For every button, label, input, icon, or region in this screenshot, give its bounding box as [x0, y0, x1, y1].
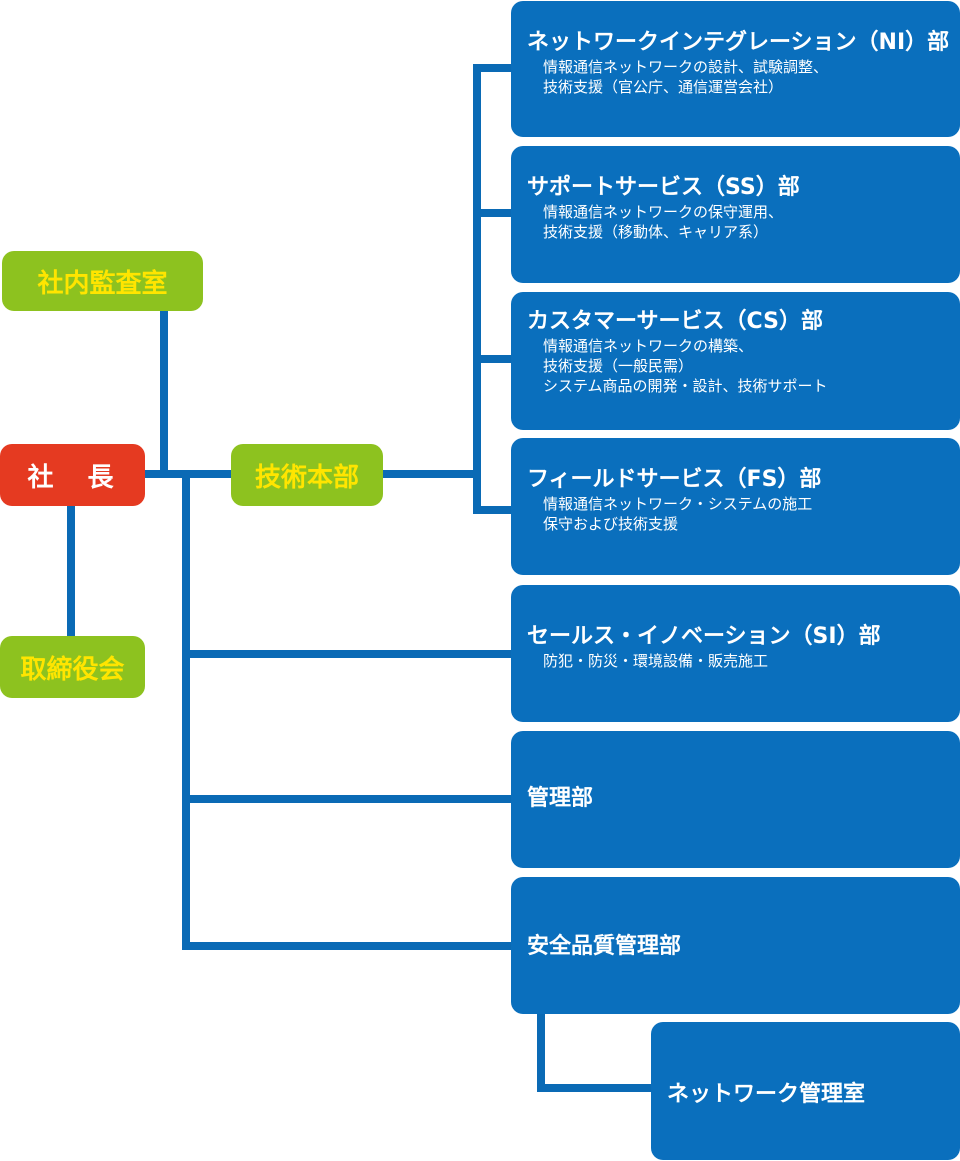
connector-board	[67, 505, 75, 640]
dept-cs-desc: 情報通信ネットワークの構築、 技術支援（一般民需） システム商品の開発・設計、技…	[527, 336, 944, 396]
dept-ss-desc: 情報通信ネットワークの保守運用、 技術支援（移動体、キャリア系）	[527, 202, 944, 242]
connector-president-right	[144, 470, 244, 478]
connector-network-office-h	[537, 1084, 653, 1092]
dept-fs-desc-line: 情報通信ネットワーク・システムの施工	[543, 495, 813, 513]
network-office-box: ネットワーク管理室	[651, 1022, 960, 1160]
dept-si: セールス・イノベーション（SI）部 防犯・防災・環境設備・販売施工	[511, 585, 960, 722]
dept-fs-desc: 情報通信ネットワーク・システムの施工 保守および技術支援	[527, 494, 944, 534]
dept-cs-desc-line: 情報通信ネットワークの構築、	[543, 337, 754, 355]
audit-office-box: 社内監査室	[2, 251, 203, 311]
tech-hq-label: 技術本部	[254, 462, 359, 493]
connector-si	[186, 650, 513, 658]
audit-office-label: 社内監査室	[37, 268, 168, 299]
dept-ni-title: ネットワークインテグレーション（NI）部	[527, 30, 950, 55]
dept-cs-desc-line: 技術支援（一般民需）	[543, 357, 694, 375]
president-box: 社 長	[0, 444, 145, 506]
dept-admin-title: 管理部	[527, 785, 594, 811]
dept-cs-desc-line: システム商品の開発・設計、技術サポート	[543, 377, 828, 395]
dept-safety-title: 安全品質管理部	[527, 933, 682, 959]
dept-cs: カスタマーサービス（CS）部 情報通信ネットワークの構築、 技術支援（一般民需）…	[511, 292, 960, 430]
dept-ss-desc-line: 技術支援（移動体、キャリア系）	[543, 223, 769, 241]
dept-fs-title: フィールドサービス（FS）部	[527, 467, 822, 492]
connector-safety	[186, 942, 513, 950]
connector-main-trunk	[182, 474, 190, 950]
dept-si-title: セールス・イノベーション（SI）部	[527, 624, 881, 649]
dept-fs-desc-line: 保守および技術支援	[543, 515, 679, 533]
connector-hq-right	[382, 470, 477, 478]
dept-ni-desc-line: 技術支援（官公庁、通信運営会社）	[543, 78, 784, 96]
dept-safety: 安全品質管理部	[511, 877, 960, 1014]
dept-ss-desc-line: 情報通信ネットワークの保守運用、	[543, 203, 784, 221]
dept-ni: ネットワークインテグレーション（NI）部 情報通信ネットワークの設計、試験調整、…	[511, 1, 960, 137]
dept-cs-title: カスタマーサービス（CS）部	[527, 309, 823, 334]
connector-ni	[473, 64, 513, 72]
board-box: 取締役会	[0, 636, 145, 698]
dept-fs: フィールドサービス（FS）部 情報通信ネットワーク・システムの施工 保守および技…	[511, 438, 960, 575]
dept-ni-desc: 情報通信ネットワークの設計、試験調整、 技術支援（官公庁、通信運営会社）	[527, 57, 944, 97]
dept-ss: サポートサービス（SS）部 情報通信ネットワークの保守運用、 技術支援（移動体、…	[511, 146, 960, 283]
connector-network-office-v	[537, 1012, 545, 1092]
network-office-title: ネットワーク管理室	[667, 1082, 866, 1107]
connector-ss	[473, 209, 513, 217]
connector-hq-trunk	[473, 64, 481, 514]
connector-admin	[186, 795, 513, 803]
dept-ss-title: サポートサービス（SS）部	[527, 175, 800, 200]
dept-si-desc-line: 防犯・防災・環境設備・販売施工	[543, 652, 769, 670]
connector-audit	[160, 310, 168, 478]
connector-fs	[473, 506, 513, 514]
tech-hq-box: 技術本部	[231, 444, 383, 506]
dept-si-desc: 防犯・防災・環境設備・販売施工	[527, 651, 944, 671]
board-label: 取締役会	[20, 654, 125, 685]
connector-cs	[473, 355, 513, 363]
president-label: 社 長	[27, 462, 118, 493]
dept-admin: 管理部	[511, 731, 960, 868]
dept-ni-desc-line: 情報通信ネットワークの設計、試験調整、	[543, 58, 829, 76]
